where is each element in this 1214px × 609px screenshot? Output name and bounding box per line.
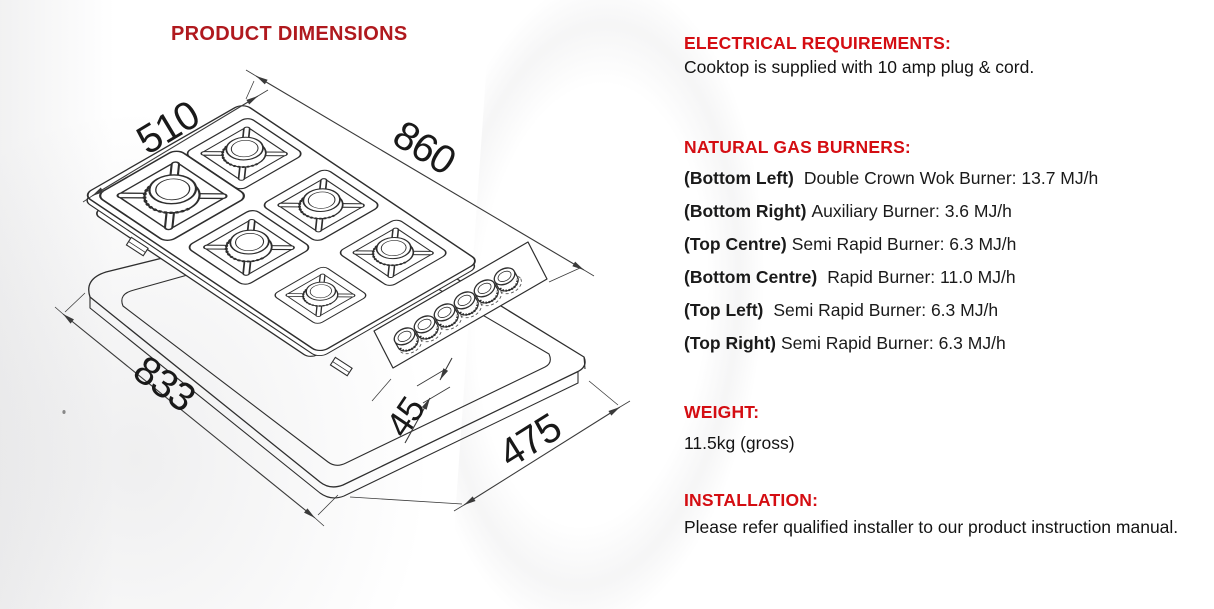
control-knob-strip [373, 241, 548, 369]
dimension-line-45 [404, 397, 431, 444]
weight-body: 11.5kg (gross) [684, 433, 795, 453]
electrical-heading: ELECTRICAL REQUIREMENTS: [684, 33, 951, 53]
burner-spec-row: (Top Right)Semi Rapid Burner: 6.3 MJ/h [684, 327, 1098, 360]
burner-desc: Double Crown Wok Burner: 13.7 MJ/h [803, 168, 1099, 188]
dimension-860-label: 860 [385, 112, 462, 183]
weight-heading: WEIGHT: [684, 402, 760, 422]
dimension-line-860 [255, 75, 585, 271]
burner-spec-row: (Top Centre)Semi Rapid Burner: 6.3 MJ/h [684, 228, 1098, 261]
installation-heading: INSTALLATION: [684, 490, 819, 510]
dimension-line-510 [91, 95, 259, 197]
control-knobs [393, 267, 522, 355]
cooktop-technical-drawing: 510 860 833 45 475 [54, 69, 631, 527]
dimension-line-833 [62, 313, 316, 519]
burner-position: (Bottom Centre) [684, 267, 818, 287]
gas-burner-list: (Bottom Left) Double Crown Wok Burner: 13… [684, 162, 1098, 360]
burner-position: (Top Left) [684, 300, 764, 320]
burner-desc: Semi Rapid Burner: 6.3 MJ/h [791, 234, 1017, 254]
burner-desc: Auxiliary Burner: 3.6 MJ/h [811, 201, 1012, 221]
burner-spec-row: (Top Left) Semi Rapid Burner: 6.3 MJ/h [684, 294, 1098, 327]
burner-desc: Rapid Burner: 11.0 MJ/h [827, 267, 1016, 287]
gas-burners-heading: NATURAL GAS BURNERS: [684, 137, 911, 157]
benchtop-cutout-outline [88, 211, 586, 499]
burner-spec-row: (Bottom Centre) Rapid Burner: 11.0 MJ/h [684, 261, 1098, 294]
installation-body: Please refer qualified installer to our … [684, 517, 1179, 537]
mounting-bracket-left [125, 236, 149, 257]
burner-position: (Bottom Right) [684, 201, 807, 221]
burner-desc: Semi Rapid Burner: 6.3 MJ/h [773, 300, 999, 320]
dimension-45-label: 45 [377, 390, 432, 444]
page-title: PRODUCT DIMENSIONS [171, 23, 408, 45]
dimension-line-475 [463, 406, 621, 506]
burner-spec-row: (Bottom Right)Auxiliary Burner: 3.6 MJ/h [684, 195, 1098, 228]
dimension-lines [54, 69, 631, 527]
burner-desc: Semi Rapid Burner: 6.3 MJ/h [781, 333, 1006, 353]
burner-position: (Top Right) [684, 333, 776, 353]
electrical-body: Cooktop is supplied with 10 amp plug & c… [684, 57, 1035, 77]
burner-position: (Bottom Left) [684, 168, 794, 188]
mounting-bracket-front [329, 356, 353, 377]
dimension-475-label: 475 [491, 405, 568, 476]
burner-spec-row: (Bottom Left) Double Crown Wok Burner: 13… [684, 162, 1098, 195]
burner-position: (Top Centre) [684, 234, 787, 254]
